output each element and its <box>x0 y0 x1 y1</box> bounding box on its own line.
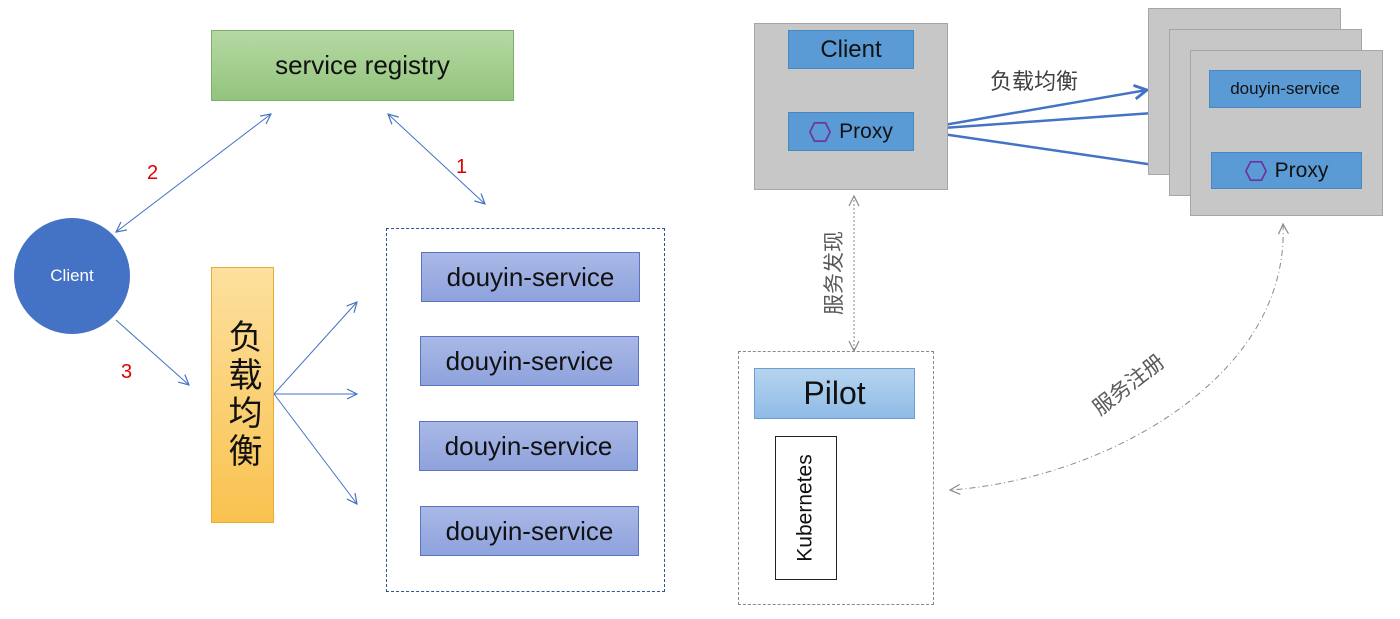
service-discovery-label-wrap: 服务发现 <box>818 228 848 318</box>
service-registry-label: service registry <box>275 50 450 80</box>
client-container: Client <box>788 30 914 69</box>
pilot-label: Pilot <box>803 375 866 411</box>
arrow-registry-services <box>388 114 485 204</box>
service-instance: douyin-service <box>420 336 639 386</box>
service-proxy: Proxy <box>1211 152 1362 189</box>
service-instance: douyin-service <box>419 421 638 471</box>
client-proxy: Proxy <box>788 112 914 151</box>
proxy-hexagon-icon <box>809 121 832 142</box>
service-registration-label-wrap: 服务注册 <box>1078 350 1178 420</box>
arrow-client-lb <box>115 319 189 385</box>
service-instance-label: douyin-service <box>446 261 615 292</box>
kubernetes-label: Kubernetes <box>794 454 818 562</box>
service-discovery-label: 服务发现 <box>823 231 846 315</box>
pilot-box: Pilot <box>754 368 915 419</box>
load-balancing-label: 负载均衡 <box>990 69 1079 94</box>
service-instance: douyin-service <box>421 252 640 302</box>
load-balancer-label: 负载均衡 <box>223 319 261 471</box>
client-label: Client <box>50 266 94 285</box>
load-balancer-box: 负载均衡 <box>211 267 274 523</box>
service-registry-box: service registry <box>211 30 514 101</box>
arrow-registration <box>950 224 1283 490</box>
arrow-registry-client <box>116 114 271 232</box>
step-3-label: 3 <box>121 361 133 383</box>
step-2-label: 2 <box>147 162 159 184</box>
proxy-hexagon-icon <box>1244 160 1267 181</box>
service-instance: douyin-service <box>420 506 639 556</box>
arrow-proxy-remote-1 <box>914 90 1147 132</box>
client-proxy-label: Proxy <box>839 119 893 143</box>
service-container-label: douyin-service <box>1230 79 1340 98</box>
service-instance-label: douyin-service <box>445 345 614 376</box>
kubernetes-box: Kubernetes <box>775 436 837 580</box>
step-1-label: 1 <box>456 156 468 178</box>
control-plane-group <box>738 351 934 605</box>
service-container: douyin-service <box>1209 70 1361 108</box>
service-instance-label: douyin-service <box>445 515 614 546</box>
arrow-lb-up <box>273 302 357 395</box>
service-proxy-label: Proxy <box>1274 158 1329 182</box>
service-instance-label: douyin-service <box>444 430 613 461</box>
arrow-lb-down <box>273 393 357 504</box>
client-container-label: Client <box>820 35 882 63</box>
client-node: Client <box>14 218 130 334</box>
service-instance-group <box>386 228 665 592</box>
arrow-proxy-remote-2 <box>914 112 1167 132</box>
